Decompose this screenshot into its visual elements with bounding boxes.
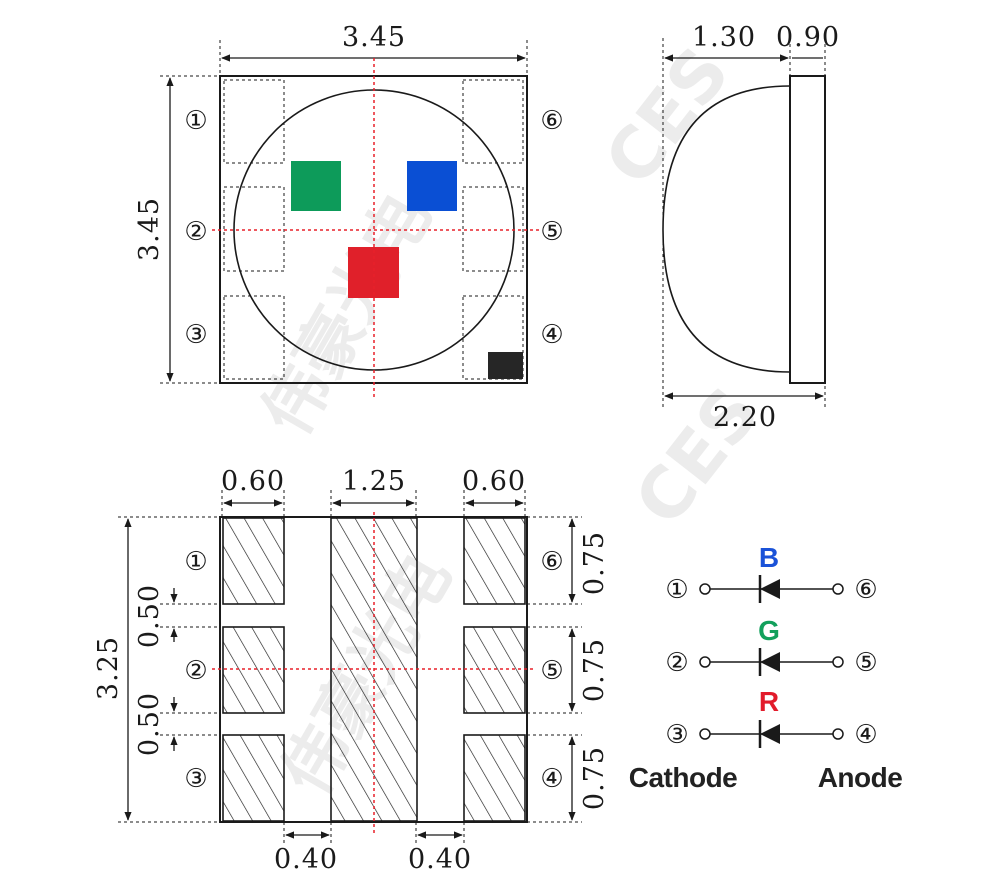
side-base	[789, 75, 826, 384]
green-chip	[291, 161, 341, 211]
bottom-view: 0.60 1.25 0.60 3.25	[93, 466, 610, 875]
top-view: 3.45 3.45 ① ② ③ ⑥ ⑤ ④	[134, 22, 564, 398]
blue-chip	[407, 161, 457, 211]
pad-height-2: 0.75	[579, 638, 610, 702]
gap-upper: 0.50	[134, 584, 165, 648]
top-pin-3: ③	[184, 320, 207, 350]
bottom-pin-1: ①	[184, 547, 207, 577]
pad-6	[463, 517, 526, 605]
watermark-ces-top: CES	[589, 32, 746, 200]
pad-1	[222, 517, 285, 605]
top-pin-1: ①	[184, 106, 207, 136]
pad-4	[463, 734, 526, 822]
schematic-row-red: R ③ ④	[665, 686, 877, 750]
top-pin-6: ⑥	[540, 106, 563, 136]
pad-2	[222, 626, 285, 714]
pad-5	[463, 626, 526, 714]
top-height-dimension: 3.45	[134, 197, 165, 261]
bottom-total-height: 3.25	[93, 636, 124, 700]
gap-lower: 0.50	[134, 692, 165, 756]
schematic-pin-1: ①	[665, 575, 688, 605]
pad-right-width: 0.60	[462, 466, 526, 497]
side-base-dimension: 0.90	[776, 22, 840, 53]
bottom-pin-6: ⑥	[540, 547, 563, 577]
color-label-green: G	[758, 615, 780, 646]
side-dome-dimension: 1.30	[692, 22, 756, 53]
schematic-pin-2: ②	[665, 648, 688, 678]
anode-label: Anode	[818, 762, 903, 793]
schematic: B ① ⑥ G ② ⑤ R ③ ④	[629, 542, 903, 793]
schematic-row-green: G ② ⑤	[665, 615, 877, 678]
watermark-ces-bottom: CES	[619, 372, 776, 540]
cathode-label: Cathode	[629, 762, 738, 793]
center-pad-width: 1.25	[342, 466, 406, 497]
color-label-red: R	[759, 686, 779, 717]
top-pin-2: ②	[184, 217, 207, 247]
watermark-cn-top: 伟豪光电	[247, 181, 446, 448]
top-pin-5: ⑤	[540, 217, 563, 247]
polarity-marker	[488, 352, 523, 379]
bottom-pin-4: ④	[540, 764, 563, 794]
side-total-dimension: 2.20	[713, 402, 777, 433]
schematic-row-blue: B ① ⑥	[665, 542, 877, 605]
pad-height-3: 0.75	[579, 746, 610, 810]
side-view: 1.30 0.90 2.20	[662, 22, 840, 433]
schematic-pin-5: ⑤	[854, 648, 877, 678]
schematic-pin-3: ③	[665, 720, 688, 750]
top-width-dimension: 3.45	[342, 22, 406, 53]
bottom-pin-2: ②	[184, 656, 207, 686]
schematic-pin-6: ⑥	[854, 575, 877, 605]
red-chip	[348, 247, 399, 298]
pad-left-width: 0.60	[221, 466, 285, 497]
bottom-pin-5: ⑤	[540, 656, 563, 686]
spacing-right: 0.40	[408, 844, 472, 875]
pad-height-1: 0.75	[579, 531, 610, 595]
side-dome	[662, 85, 791, 373]
color-label-blue: B	[759, 542, 779, 573]
spacing-left: 0.40	[274, 844, 338, 875]
top-pin-4: ④	[540, 320, 563, 350]
bottom-pin-3: ③	[184, 764, 207, 794]
schematic-pin-4: ④	[854, 720, 877, 750]
pad-3	[222, 734, 285, 822]
